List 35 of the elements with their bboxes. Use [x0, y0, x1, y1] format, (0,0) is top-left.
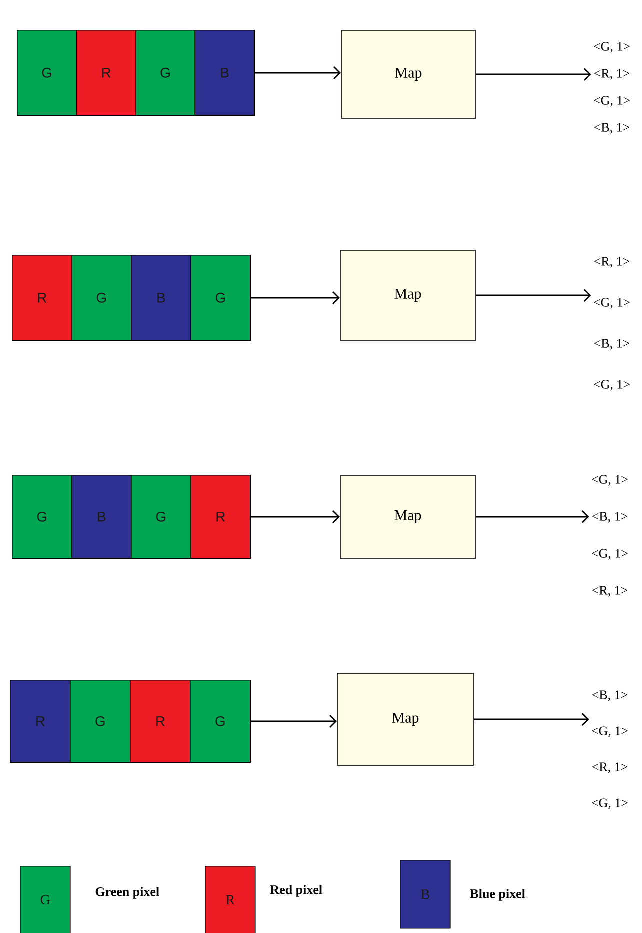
legend-label: Red pixel	[270, 885, 322, 897]
legend-label: Green pixel	[96, 887, 160, 899]
arrow	[251, 715, 337, 728]
pixel-cell: G	[131, 475, 192, 559]
pixel-cell: G	[72, 255, 132, 341]
pixel-cell: R	[76, 30, 136, 116]
arrow	[255, 66, 341, 80]
pixel-cell: G	[190, 255, 251, 341]
legend-label: Blue pixel	[470, 889, 526, 901]
pixel-cell: G	[190, 680, 251, 763]
arrow	[251, 292, 340, 304]
pixel-cell: R	[12, 255, 72, 341]
arrow	[476, 68, 592, 81]
pixel-cell: G	[136, 30, 196, 116]
map-box: Map	[340, 250, 476, 341]
pixel-cell: B	[194, 30, 255, 116]
output-pairs: <R, 1> <G, 1> <B, 1> <G, 1>	[594, 257, 630, 391]
pixel-cell: R	[10, 680, 71, 763]
arrow	[476, 510, 590, 524]
arrow	[474, 713, 590, 726]
pixel-cell: B	[131, 255, 192, 341]
pixel-cell: G	[17, 30, 78, 116]
pixel-cell: G	[12, 475, 72, 559]
arrow	[476, 289, 592, 302]
output-pairs: <G, 1> <R, 1> <G, 1> <B, 1>	[594, 42, 630, 134]
arrow	[251, 510, 340, 524]
output-pairs: <G, 1> <B, 1> <G, 1> <R, 1>	[592, 475, 628, 597]
map-box: Map	[341, 30, 476, 119]
pixel-cell: R	[130, 680, 191, 763]
pixel-cell: R	[190, 475, 251, 559]
map-box: Map	[337, 673, 474, 766]
pixel-cell: G	[70, 680, 131, 763]
output-pairs: <B, 1> <G, 1> <R, 1> <G, 1>	[592, 690, 628, 810]
pixel-cell: B	[72, 475, 132, 559]
map-box: Map	[340, 475, 476, 559]
